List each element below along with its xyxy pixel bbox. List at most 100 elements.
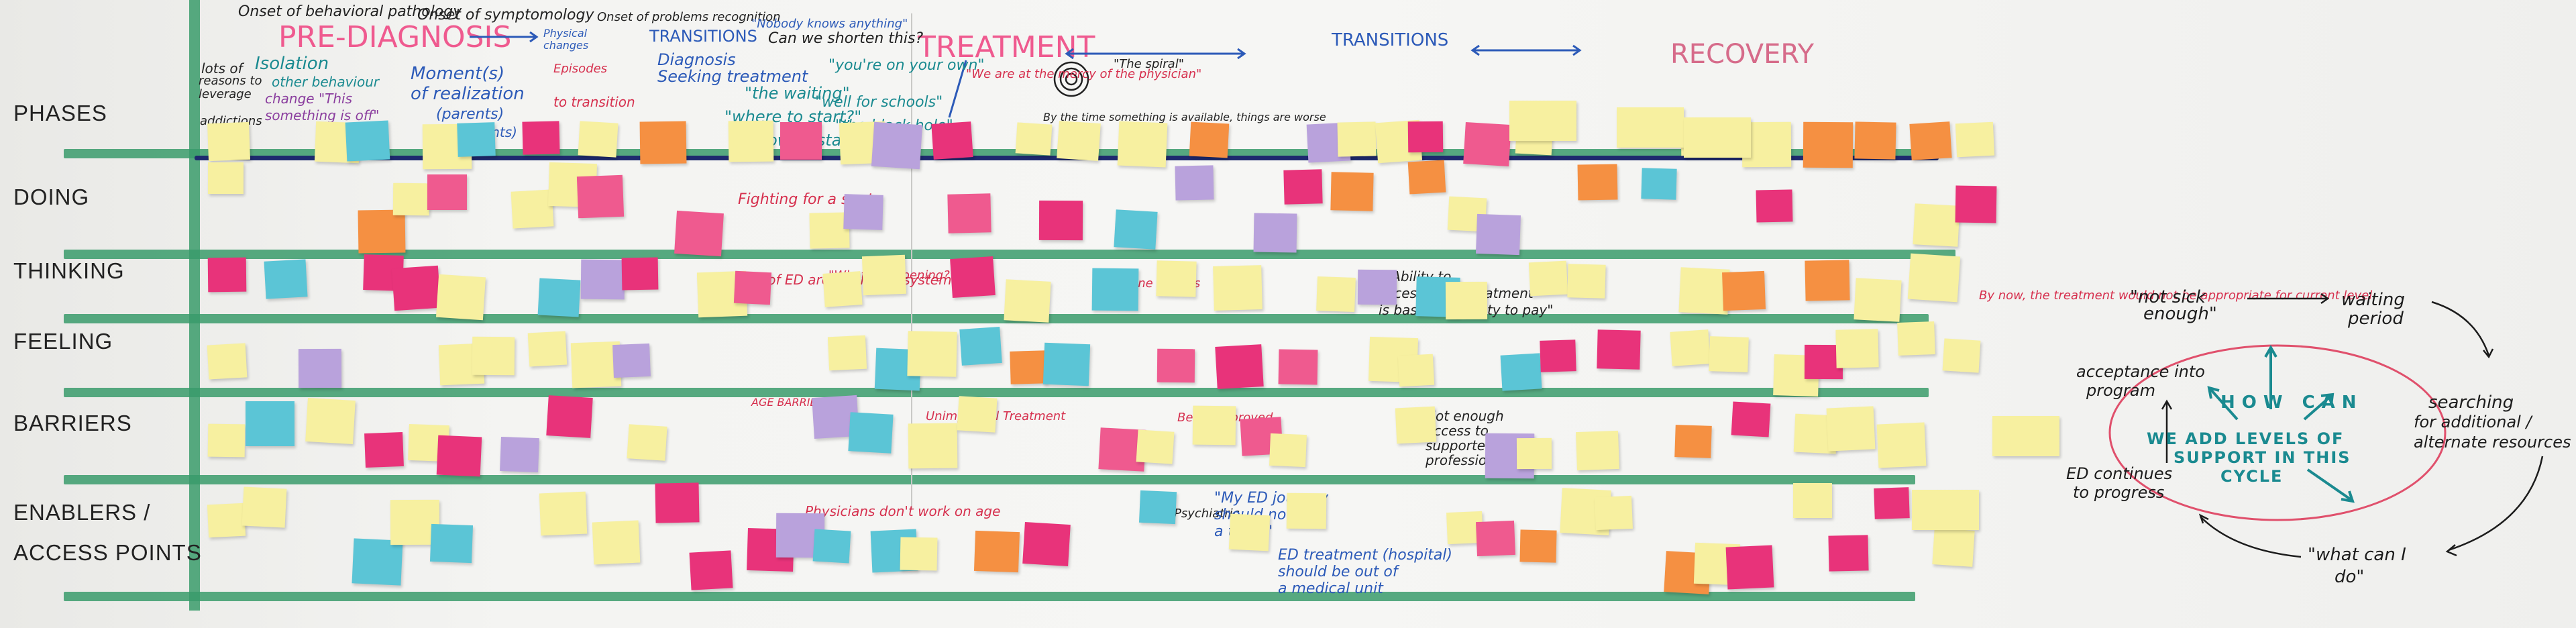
sticky-note [577, 175, 625, 219]
sticky-note [1955, 185, 1997, 224]
sticky-note [1136, 429, 1175, 464]
sticky-note [1114, 209, 1158, 250]
sticky-note [1476, 213, 1521, 255]
sticky-note [1286, 492, 1326, 529]
handwritten-annotation: lots of [201, 60, 243, 76]
sticky-note [626, 424, 667, 462]
sticky-note [1854, 278, 1902, 322]
handwritten-annotation: AGE BARRIER [751, 396, 824, 409]
handwritten-annotation: Not enough [1426, 408, 1504, 424]
sticky-note [345, 120, 391, 162]
sticky-note [1039, 201, 1084, 241]
sticky-note [1912, 490, 1979, 530]
sticky-note [1731, 401, 1771, 437]
header-onset-symptomology: Onset of symptomology [417, 7, 594, 23]
sticky-note [1316, 276, 1356, 312]
sticky-note [655, 482, 700, 523]
sticky-note [1932, 528, 1976, 568]
sticky-note [207, 343, 248, 380]
handwritten-annotation: Physical [543, 27, 588, 40]
handwritten-annotation: change "This [265, 91, 353, 107]
handwritten-annotation: Can we shorten this? [768, 30, 924, 47]
handwritten-annotation: (parents) [436, 106, 504, 123]
sticky-note [207, 121, 250, 161]
sticky-note [1827, 406, 1876, 452]
sticky-note [1854, 121, 1896, 160]
handwritten-annotation: access to [1426, 423, 1489, 439]
sticky-note [391, 265, 441, 311]
cycle-ed-continues: ED continues [2066, 464, 2173, 483]
sticky-note [1445, 281, 1487, 319]
sticky-note [1874, 487, 1911, 520]
sticky-note [1942, 338, 1981, 373]
handwritten-annotation: "the waiting" [745, 84, 850, 103]
handwritten-annotation: of realization [411, 84, 525, 104]
cycle-for-additional: for additional / [2414, 413, 2532, 431]
sticky-note [957, 396, 998, 433]
panel-seam [911, 13, 912, 510]
sticky-note [1500, 352, 1542, 391]
header-arrows [470, 31, 1582, 118]
cycle-diagram [2108, 293, 2544, 558]
sticky-note [457, 121, 496, 157]
handwritten-annotation: By the time something is available, thin… [1043, 111, 1326, 123]
sticky-note [1229, 513, 1271, 551]
sticky-note [592, 520, 641, 565]
sticky-note [305, 397, 356, 444]
sticky-note [674, 210, 724, 256]
sticky-note [1175, 165, 1214, 201]
sticky-note [1192, 405, 1236, 446]
sticky-note [931, 121, 973, 160]
sticky-note [358, 209, 406, 254]
row-label: FEELING [13, 329, 113, 354]
cycle-center-3: SUPPORT IN THIS [2174, 448, 2351, 467]
handwritten-annotation: Episodes [553, 62, 608, 76]
sticky-note [1509, 101, 1576, 141]
sticky-note [828, 335, 867, 371]
sticky-note [843, 193, 883, 230]
sticky-note [1337, 121, 1377, 158]
sticky-note [1022, 521, 1071, 566]
sticky-note [1909, 121, 1952, 160]
sticky-note [1215, 344, 1264, 390]
cycle-program: program [2086, 381, 2155, 400]
sticky-note [947, 193, 991, 233]
sticky-note [1722, 271, 1766, 311]
handwritten-annotation: Moment(s) [411, 64, 505, 84]
sticky-note [728, 121, 774, 162]
sticky-note [1057, 121, 1102, 162]
sticky-note [1462, 121, 1511, 166]
sticky-note [264, 259, 308, 299]
cycle-acceptance: acceptance into [2076, 362, 2205, 381]
row-label: DOING [13, 185, 90, 209]
handwritten-annotation: other behaviour [272, 74, 380, 90]
sticky-note [1517, 437, 1552, 470]
sticky-note [207, 162, 244, 194]
header-onset-problems: Onset of problems recognition [597, 10, 781, 24]
sticky-note [612, 343, 651, 378]
sticky-note [1594, 496, 1633, 531]
sticky-note [1913, 203, 1960, 247]
handwritten-annotation: Isolation [255, 54, 329, 74]
sticky-note [1674, 425, 1713, 459]
sticky-note [1955, 122, 1995, 158]
sticky-note [430, 523, 474, 564]
cycle-not-sick: "not sick [2130, 287, 2206, 307]
cycle-to-progress: to progress [2073, 483, 2165, 502]
sticky-note [1540, 339, 1577, 373]
sticky-note [1395, 406, 1436, 443]
handwritten-annotation: "The spiral" [1114, 57, 1184, 71]
row-label: PHASES [13, 101, 107, 125]
sticky-note [427, 174, 468, 211]
tape-bottom [64, 592, 1915, 601]
sticky-note [521, 121, 560, 156]
sticky-note [1269, 433, 1307, 467]
handwritten-annotation: Seeking treatment [657, 67, 808, 86]
sticky-note [1139, 490, 1177, 525]
sticky-note [1004, 279, 1051, 323]
sticky-note [639, 121, 686, 164]
sticky-note [537, 278, 581, 317]
header-treatment: TREATMENT [918, 30, 1095, 64]
sticky-note [364, 431, 404, 468]
sticky-note [472, 336, 515, 376]
